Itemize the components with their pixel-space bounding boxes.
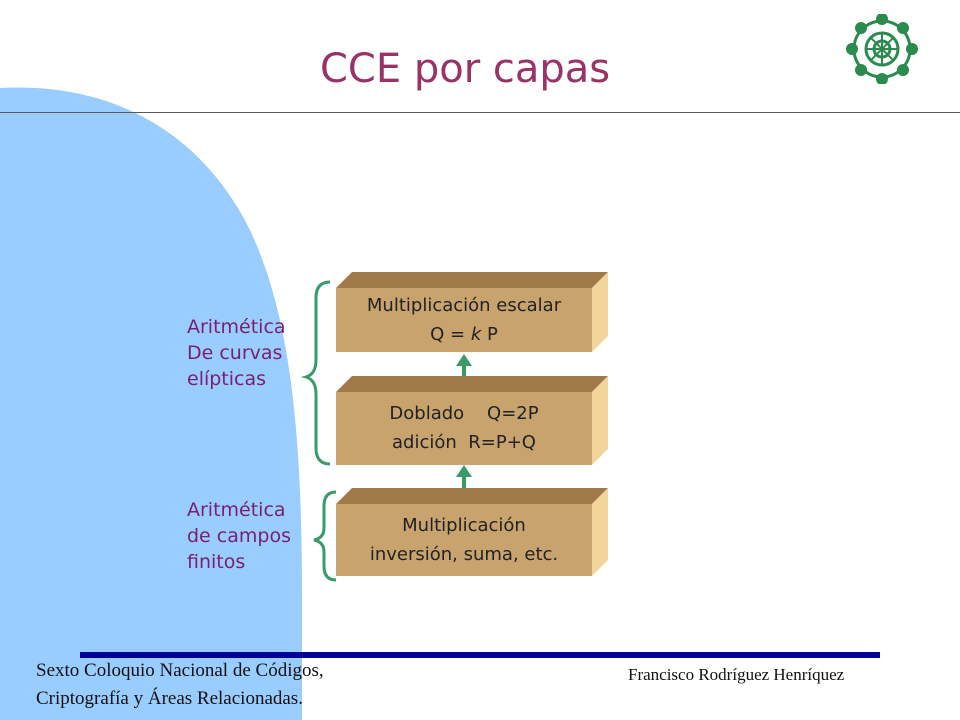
label-line: Aritmética — [187, 499, 286, 521]
institution-seal-icon — [846, 14, 918, 84]
layer-box-scalar-front — [336, 288, 592, 352]
layer-box-point-ops-side — [592, 376, 608, 465]
layer-box-field-ops — [336, 488, 608, 576]
layer-box-scalar-top — [336, 272, 608, 288]
layer-box-field-ops-top — [336, 488, 608, 504]
title-divider — [0, 112, 960, 113]
label-elliptic-arithmetic: Aritmética De curvas elípticas — [187, 314, 286, 392]
label-line: Aritmética — [187, 316, 286, 338]
side-decoration-shape — [0, 87, 302, 720]
layer-scalar-line1: Multiplicación escalar — [366, 295, 562, 316]
layer-point-ops-text: Doblado Q=2P adición R=P+Q — [338, 399, 590, 457]
footer-author: Francisco Rodríguez Henríquez — [628, 665, 845, 684]
arrow-up-icon — [456, 465, 472, 488]
brace-finite-icon — [313, 490, 337, 582]
layer-field-ops-line2: inversión, suma, etc. — [369, 544, 559, 565]
label-line: finitos — [187, 551, 246, 573]
footer-event-line2: Criptografía y Áreas Relacionadas. — [36, 688, 303, 709]
layer-box-point-ops-front — [336, 392, 592, 465]
footer-event: Sexto Coloquio Nacional de Códigos, Crip… — [36, 657, 324, 713]
layer-point-ops-line1: Doblado Q=2P — [389, 403, 539, 424]
layer-scalar-text: Multiplicación escalar Q = k P — [338, 291, 590, 349]
brace-elliptic-icon — [300, 280, 331, 466]
layer-field-ops-line1: Multiplicación — [402, 515, 526, 536]
slide-title: CCE por capas — [320, 46, 611, 92]
layer-box-field-ops-front — [336, 504, 592, 576]
layer-box-field-ops-side — [592, 488, 608, 576]
label-line: De curvas — [187, 342, 283, 364]
layer-box-point-ops-top — [336, 376, 608, 392]
footer-event-line1: Sexto Coloquio Nacional de Códigos, — [36, 660, 324, 681]
label-line: elípticas — [187, 368, 267, 390]
label-line: de campos — [187, 525, 291, 547]
layer-point-ops-line2: adición R=P+Q — [392, 432, 536, 453]
arrow-up-icon — [456, 354, 472, 376]
label-finite-field-arithmetic: Aritmética de campos finitos — [187, 497, 291, 575]
layer-box-scalar-side — [592, 272, 608, 352]
side-decoration — [0, 87, 302, 720]
footer-divider — [80, 652, 880, 658]
layer-box-scalar — [336, 272, 608, 352]
layer-field-ops-text: Multiplicación inversión, suma, etc. — [338, 511, 590, 569]
layer-box-point-ops — [336, 376, 608, 465]
layer-scalar-line2: Q = k P — [430, 324, 498, 345]
